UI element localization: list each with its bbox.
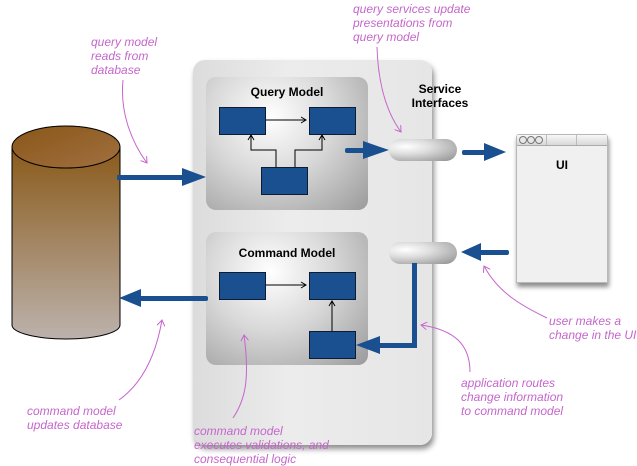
command-to-db-arrow <box>139 296 208 301</box>
ui-window: UI <box>516 134 608 283</box>
arrowhead-icon <box>363 141 389 159</box>
command-model-component <box>309 331 356 359</box>
arrowhead-icon <box>484 143 506 161</box>
query-model-title: Query Model <box>250 85 324 99</box>
leader-app-routes <box>421 325 471 373</box>
command-model-connectors <box>266 281 336 331</box>
annotation-query-reads: query model reads from database <box>91 35 158 77</box>
arrowhead-icon <box>300 281 307 289</box>
ui-to-service-arrow <box>479 250 509 255</box>
arrowhead-icon <box>318 134 326 141</box>
arrowhead-icon <box>328 300 336 307</box>
command-model-component <box>219 272 266 300</box>
arrowhead-icon <box>300 116 307 124</box>
arrowhead-icon <box>119 289 141 307</box>
service-to-command-arrow <box>370 343 417 348</box>
query-internal-arrow <box>250 136 277 167</box>
query-model-connectors <box>247 116 326 167</box>
window-close-icon <box>519 136 527 144</box>
query-internal-arrow <box>294 136 323 167</box>
window-zoom-icon <box>535 136 543 144</box>
leader-query-reads <box>121 79 147 163</box>
annotation-command-executes: command model executes validations, and … <box>194 424 329 466</box>
leader-query-services <box>376 46 401 132</box>
leader-command-updates <box>118 320 162 401</box>
service-to-ui-arrow <box>462 150 486 155</box>
query-model-component <box>309 107 356 135</box>
arrowhead-icon <box>182 168 206 186</box>
db-to-query-arrow <box>117 175 183 180</box>
query-service-interface <box>389 139 457 161</box>
arrowhead-icon <box>461 243 481 261</box>
annotation-query-services: query services update presentations from… <box>353 2 471 44</box>
leader-command-executes <box>232 335 247 419</box>
annotation-leaders <box>118 46 548 419</box>
arrowhead-icon <box>356 336 380 354</box>
service-to-command-arrow <box>412 263 417 348</box>
query-model: Query Model <box>206 77 368 210</box>
database-cylinder <box>11 125 121 340</box>
arrowhead-icon <box>247 134 255 141</box>
command-model-component <box>309 272 356 300</box>
annotation-app-routes: application routes change information to… <box>461 376 564 418</box>
data-flow-arrows <box>117 141 509 354</box>
command-service-interface <box>389 242 457 264</box>
command-model-title: Command Model <box>238 246 336 260</box>
leader-user-change <box>484 266 548 319</box>
service-interfaces-title: Service Interfaces <box>411 82 469 110</box>
annotation-command-updates: command model updates database <box>27 404 123 432</box>
ui-window-label: UI <box>556 158 568 172</box>
annotation-user-change: user makes a change in the UI <box>549 314 637 342</box>
query-model-component <box>219 107 266 135</box>
query-to-service-arrow <box>345 148 365 153</box>
window-minimize-icon <box>527 136 535 144</box>
ui-window-titlebar <box>517 135 607 146</box>
query-model-component <box>261 167 308 195</box>
